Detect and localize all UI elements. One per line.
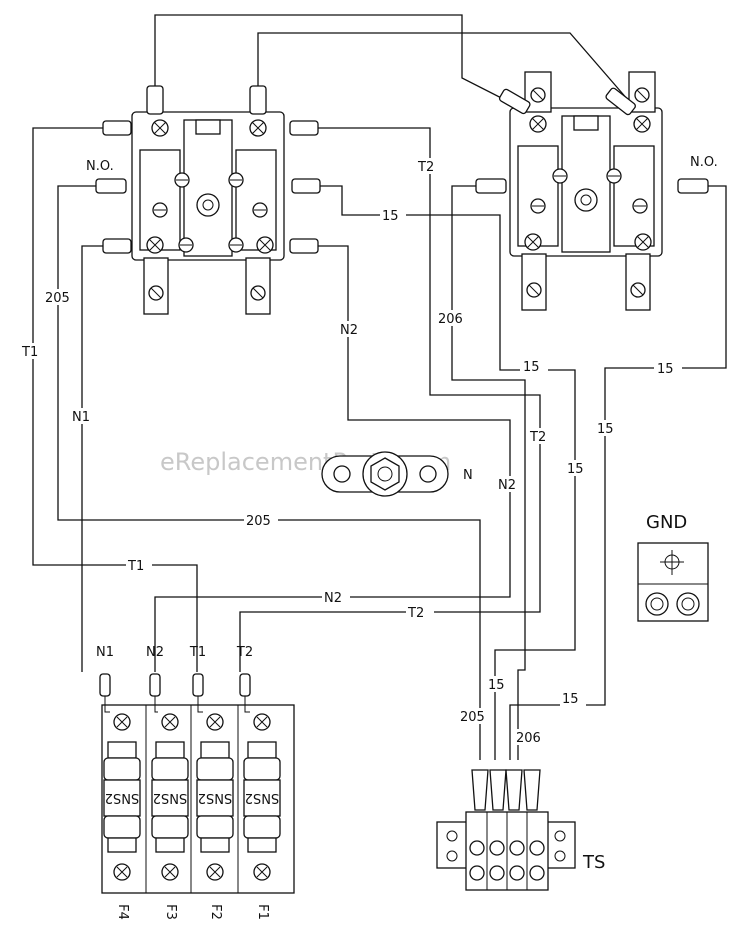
- wire-label: N2: [324, 591, 342, 606]
- neutral-stud: [321, 451, 449, 497]
- screw-icon: [146, 119, 274, 254]
- wire-label: 205: [460, 710, 485, 725]
- wire-label: T1: [21, 345, 38, 360]
- terminal-strip: [436, 769, 576, 891]
- relay-right: [475, 71, 709, 311]
- wire-label: 15: [597, 422, 614, 437]
- wire-label: 205: [45, 291, 70, 306]
- wire-label: N2: [498, 478, 516, 493]
- wire-label: 15: [523, 360, 540, 375]
- fuse-bottom-label: F1: [255, 904, 270, 920]
- wire-label: 205: [246, 514, 271, 529]
- screw-icon: [469, 840, 545, 881]
- wire-label: T2: [417, 160, 434, 175]
- fuse-label: SNS2: [105, 790, 140, 805]
- fuse-bottom-label: F2: [208, 904, 223, 920]
- wire-label: 206: [516, 731, 541, 746]
- fuse-bottom-label: F3: [163, 904, 178, 920]
- fuse-label: SNS2: [153, 790, 188, 805]
- fuse-top-label: N1: [96, 645, 114, 660]
- fuse-top-label: T1: [189, 645, 206, 660]
- relay-left: [95, 85, 321, 315]
- wire-label: 15: [562, 692, 579, 707]
- screw-icon: [524, 115, 652, 251]
- gnd-label: GND: [646, 512, 687, 533]
- labels: N.O. N.O. GND TS N: [86, 155, 718, 873]
- wire-label: T2: [407, 606, 424, 621]
- n-label: N: [463, 468, 473, 483]
- ground-terminal: [637, 542, 709, 622]
- fuse-label: SNS2: [198, 790, 233, 805]
- wire-label: 206: [438, 312, 463, 327]
- fuse-top-label: N2: [146, 645, 164, 660]
- wire-label: 15: [567, 462, 584, 477]
- fuse-top-label: T2: [236, 645, 253, 660]
- wire-label: N2: [340, 323, 358, 338]
- wire-label: N1: [72, 410, 90, 425]
- fuse-label: SNS2: [245, 790, 280, 805]
- wires: [32, 14, 727, 760]
- wire-label: T1: [127, 559, 144, 574]
- wire-labels: T1 205 N1 T2 15 N2 206 15 15 15 15 T2 N2…: [20, 158, 682, 746]
- ts-label: TS: [582, 852, 605, 873]
- no-label-left: N.O.: [86, 159, 114, 174]
- wire-label: 15: [488, 678, 505, 693]
- fuse-bottom-label: F4: [115, 904, 130, 920]
- no-label-right: N.O.: [690, 155, 718, 170]
- wire-label: 15: [657, 362, 674, 377]
- wire-label: 15: [382, 209, 399, 224]
- wire-label: T2: [529, 430, 546, 445]
